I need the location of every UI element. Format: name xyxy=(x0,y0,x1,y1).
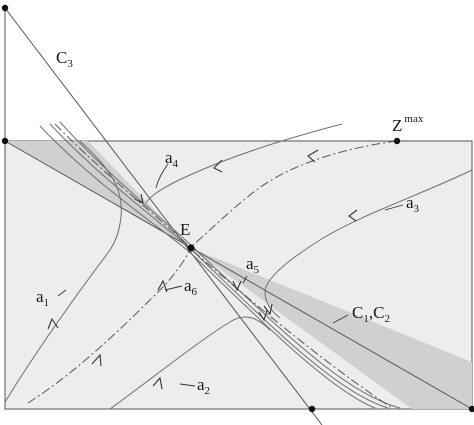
c1-c2-line xyxy=(4,140,473,410)
label-c12-sep: , xyxy=(369,303,373,322)
label-a3: a3 xyxy=(406,193,420,215)
leader-a1 xyxy=(57,289,67,297)
label-a2-base: a xyxy=(197,375,205,394)
leader-a6 xyxy=(164,285,183,291)
label-zmax-sup: max xyxy=(404,113,423,125)
arrow-a1 xyxy=(47,317,59,330)
label-a1-base: a xyxy=(36,287,44,306)
label-c1-c2: C1,C2 xyxy=(352,303,390,325)
corner-point xyxy=(468,405,474,413)
c3-line xyxy=(4,7,323,425)
label-c2-sub: 2 xyxy=(384,313,390,325)
trajectory-a4 xyxy=(145,123,343,204)
label-a2-sub: 2 xyxy=(205,385,211,397)
label-c1-sub: 1 xyxy=(363,313,369,325)
zmax-point xyxy=(393,137,401,145)
label-a3-sub: 3 xyxy=(414,203,420,215)
label-a5-base: a xyxy=(246,254,254,273)
trajectory-a1 xyxy=(4,140,122,403)
leader-a3 xyxy=(384,204,404,211)
label-e: E xyxy=(180,220,190,239)
arrow-a4 xyxy=(213,159,223,173)
arrow-trajectory-right xyxy=(232,280,242,292)
label-a4-sub: 4 xyxy=(173,158,179,170)
leader-a5 xyxy=(242,275,248,284)
left-point xyxy=(1,137,9,145)
trajectory-zmax-e xyxy=(192,140,398,246)
arrow-a6-upper xyxy=(157,279,168,293)
trajectory-a2 xyxy=(109,316,271,410)
arrow-a5 xyxy=(263,303,273,316)
equilibrium-point xyxy=(187,244,195,252)
arrow-zmax xyxy=(307,149,319,163)
label-a1: a1 xyxy=(36,287,49,309)
label-a5-sub: 5 xyxy=(254,264,260,276)
inner-curve-3 xyxy=(59,121,401,409)
bottom-point xyxy=(308,405,316,413)
label-a6-base: a xyxy=(184,276,192,295)
leader-a4 xyxy=(155,163,169,189)
leader-c12 xyxy=(332,314,349,324)
arrow-a3 xyxy=(348,209,358,222)
label-a6-sub: 6 xyxy=(192,286,198,298)
label-zmax-base: Z xyxy=(392,116,402,135)
label-a3-base: a xyxy=(406,193,414,212)
label-c3: C3 xyxy=(56,48,73,70)
label-c1-base: C xyxy=(352,303,363,322)
label-a4: a4 xyxy=(165,148,179,170)
trajectory-a3 xyxy=(264,169,473,319)
label-a5: a5 xyxy=(246,254,260,276)
trajectory-lower-right xyxy=(192,250,393,409)
trajectory-upper-left xyxy=(54,123,190,247)
arrow-upper-left xyxy=(134,193,144,205)
inner-curve-2 xyxy=(49,123,389,409)
label-a2: a2 xyxy=(197,375,210,397)
label-c2-base: C xyxy=(373,303,384,322)
arrow-inner-lower xyxy=(258,309,268,322)
origin-point-top xyxy=(1,4,9,12)
label-a1-sub: 1 xyxy=(44,297,50,309)
trajectory-a6 xyxy=(27,249,191,404)
leader-a2 xyxy=(179,383,196,387)
arrow-a6-lower xyxy=(91,353,102,367)
label-a6: a6 xyxy=(184,276,198,298)
label-c3-base: C xyxy=(56,48,67,67)
label-a4-base: a xyxy=(165,148,173,167)
arrow-a2 xyxy=(152,376,163,390)
inner-curve-1 xyxy=(39,125,376,409)
label-c3-sub: 3 xyxy=(67,58,73,70)
